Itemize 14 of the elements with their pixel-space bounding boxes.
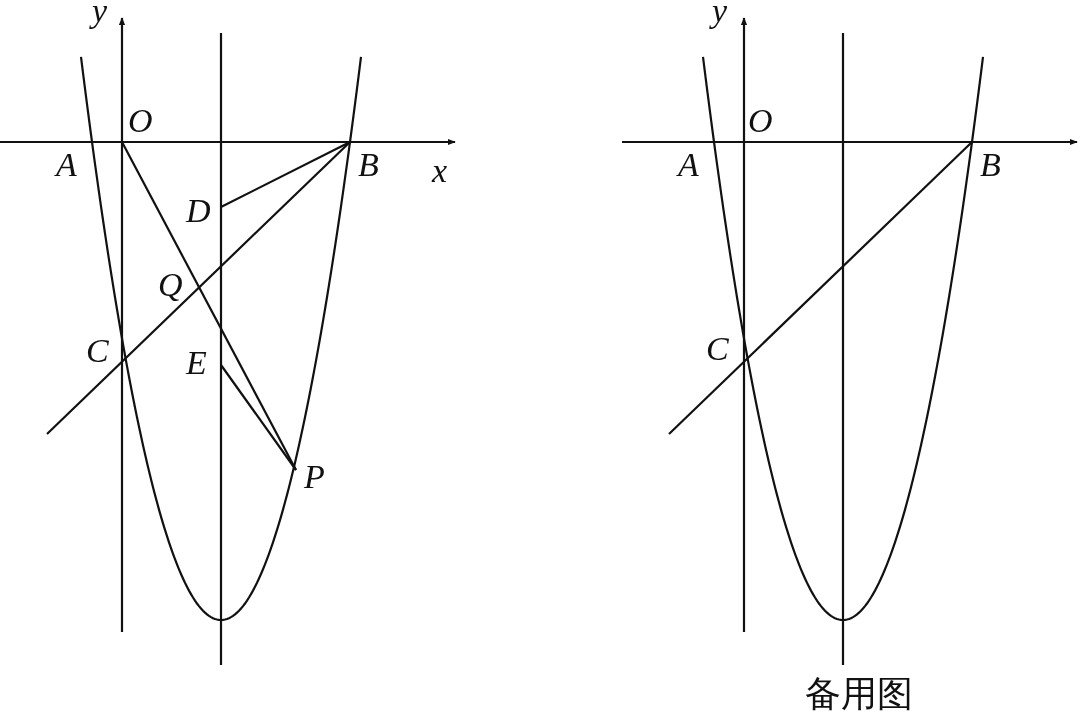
point-label: A	[56, 146, 77, 183]
point-label: B	[358, 146, 379, 183]
point-label: D	[186, 192, 211, 229]
point-label: A	[678, 146, 699, 183]
point-label: O	[748, 102, 773, 139]
point-label: P	[304, 458, 325, 495]
point-label: C	[706, 330, 729, 367]
point-label: C	[86, 332, 109, 369]
point-label: B	[980, 146, 1001, 183]
axis-label: x	[432, 152, 448, 189]
caption: 备用图	[805, 673, 913, 714]
point-label: Q	[158, 266, 183, 303]
point-label: E	[186, 344, 207, 381]
point-label: O	[128, 102, 153, 139]
